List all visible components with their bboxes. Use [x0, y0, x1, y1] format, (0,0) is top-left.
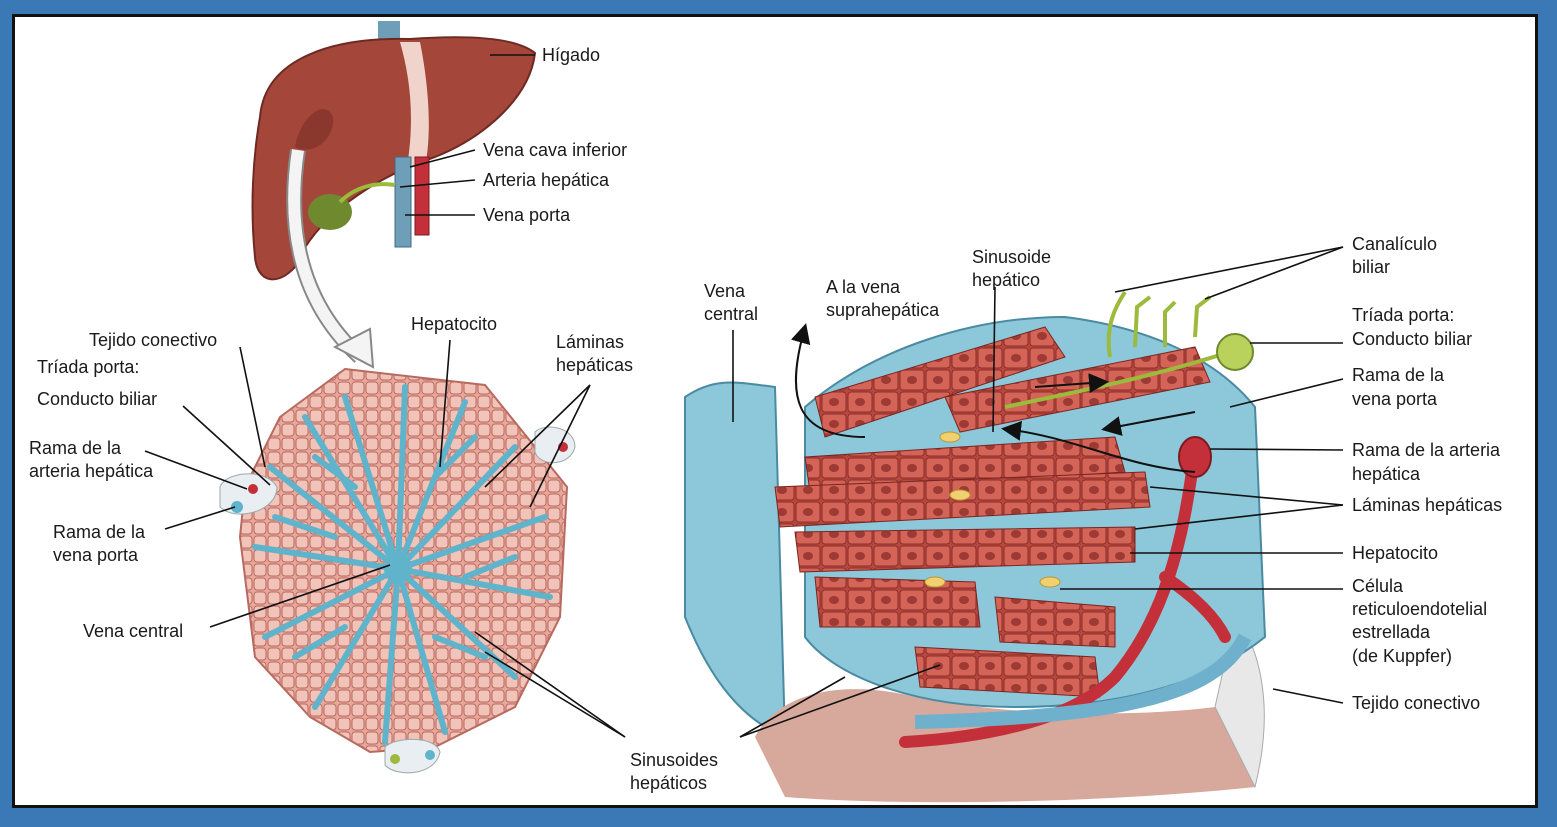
vena-central-3d [684, 381, 787, 739]
label-celula-4: (de Kuppfer) [1352, 646, 1452, 666]
label-canaliculo-1: Canalículo [1352, 234, 1437, 254]
label-vena-central-right-1: Vena [704, 281, 746, 301]
label-vena-central-left: Vena central [83, 621, 183, 641]
arteria-hepatica-vessel [414, 156, 430, 236]
label-celula-1: Célula [1352, 576, 1404, 596]
label-celula-2: reticuloendotelial [1352, 599, 1487, 619]
vena-porta-branch-3d [914, 633, 1252, 729]
label-a-la-vena-1: A la vena [826, 277, 901, 297]
vena-central-lobule [384, 555, 412, 583]
label-canaliculo-2: biliar [1352, 257, 1390, 277]
hepatic-plates-3d [774, 326, 1211, 698]
liver-cut [295, 108, 334, 150]
label-laminas-right: Láminas hepáticas [1352, 495, 1502, 515]
label-rama-vena-left-1: Rama de la [53, 522, 146, 542]
liver-diagram: Hígado Vena cava inferior Arteria hepáti… [29, 21, 1502, 803]
label-sinusoide-1: Sinusoide [972, 247, 1051, 267]
label-sinusoides-2: hepáticos [630, 773, 707, 793]
vena-porta-vessel [394, 156, 412, 248]
connective-tissue-3d [755, 689, 1255, 803]
label-vena-porta: Vena porta [483, 205, 571, 225]
label-triada-porta-left: Tríada porta: [37, 357, 139, 377]
label-celula-3: estrellada [1352, 622, 1431, 642]
conducto-biliar-3d [1216, 333, 1254, 371]
label-a-la-vena-2: suprahepática [826, 300, 940, 320]
label-triada-right-1: Tríada porta: [1352, 305, 1454, 325]
label-rama-arteria-right-2: hepática [1352, 464, 1421, 484]
label-rama-vena-right-1: Rama de la [1352, 365, 1445, 385]
label-tejido-conectivo-left: Tejido conectivo [89, 330, 217, 350]
label-rama-vena-left-2: vena porta [53, 545, 139, 565]
label-rama-arteria-right-1: Rama de la arteria [1352, 440, 1501, 460]
label-rama-vena-right-2: vena porta [1352, 389, 1438, 409]
labels: Hígado Vena cava inferior Arteria hepáti… [29, 45, 1502, 793]
falciform-ligament [400, 42, 429, 167]
hepatic-lobule [219, 367, 576, 774]
label-rama-arteria-left-1: Rama de la [29, 438, 122, 458]
lobule-sinusoids [252, 384, 553, 745]
label-vena-cava-inferior: Vena cava inferior [483, 140, 627, 160]
label-sinusoide-2: hepático [972, 270, 1040, 290]
label-laminas-mid-1: Láminas [556, 332, 624, 352]
kupffer-cells-3d [924, 431, 1061, 588]
label-tejido-conectivo-right: Tejido conectivo [1352, 693, 1480, 713]
liver-detail-3d [684, 290, 1267, 803]
flow-arrows [790, 323, 1196, 473]
label-hepatocito-right: Hepatocito [1352, 543, 1438, 563]
label-arteria-hepatica: Arteria hepática [483, 170, 610, 190]
label-laminas-mid-2: hepáticas [556, 355, 633, 375]
bile-canaliculi-3d [1004, 290, 1246, 409]
arteria-branch-3d [899, 441, 1231, 748]
label-rama-arteria-left-2: arteria hepática [29, 461, 154, 481]
label-triada-right-2: Conducto biliar [1352, 329, 1472, 349]
label-hepatocito-mid: Hepatocito [411, 314, 497, 334]
label-higado: Hígado [542, 45, 600, 65]
leader-lines [144, 54, 1344, 738]
label-sinusoides-1: Sinusoides [630, 750, 718, 770]
label-conducto-biliar-left: Conducto biliar [37, 389, 157, 409]
diagram-canvas: Hígado Vena cava inferior Arteria hepáti… [12, 14, 1538, 808]
label-vena-central-right-2: central [704, 304, 758, 324]
